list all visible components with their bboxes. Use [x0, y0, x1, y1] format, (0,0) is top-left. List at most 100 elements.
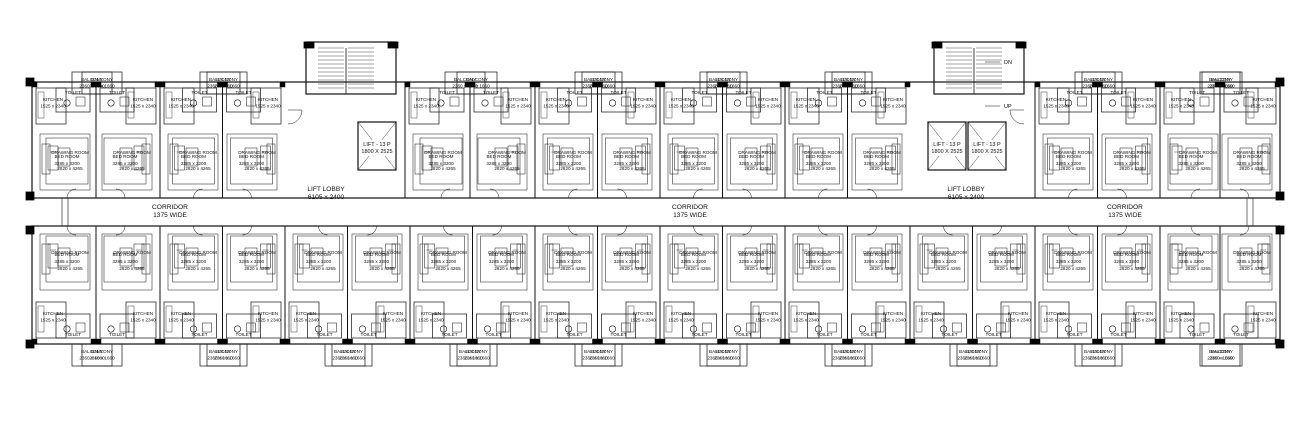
core-1-lift-shaft-1: [967, 121, 1007, 171]
s-unit-13-sofa-icon: [891, 243, 901, 275]
n-unit-12-drawing-room-size: 2820 x 4265: [1060, 166, 1086, 171]
n-unit-0: [31, 71, 113, 199]
s-unit-18-kitchen-label: KITCHEN: [1171, 311, 1191, 316]
s-unit-7-column-1: [529, 338, 536, 345]
s-unit-6-kitchen-label: KITCHEN: [421, 311, 441, 316]
s-unit-3-door-icon: [242, 225, 252, 236]
n-unit-14-kitchen-label: KITCHEN: [1171, 97, 1191, 102]
s-unit-18-counter-icon: [1165, 305, 1173, 333]
n-unit-6-sofa-icon: [544, 143, 554, 175]
n-unit-5-toilet-label: TOILET: [483, 90, 499, 95]
s-unit-9-kitchen-size: 1525 x 2340: [630, 318, 656, 323]
s-unit-9-bedroom-label: BED ROOM: [614, 252, 639, 257]
s-unit-0-wc-icon: [63, 325, 71, 333]
s-unit-14-bedroom-label: BED ROOM: [931, 252, 956, 257]
n-unit-3-toilet-label: TOILET: [236, 90, 252, 95]
s-unit-2-drawing-room-size: 2820 x 4265: [185, 266, 211, 271]
s-unit-5-bedroom-size: 3285 x 3200: [364, 259, 390, 264]
n-unit-11-door-icon: [867, 188, 877, 199]
n-unit-14-drawing-room-label: DRAWING ROOM: [1179, 150, 1217, 155]
s-unit-5-table-icon: [369, 247, 383, 267]
n-unit-13-kitchen-label: KITCHEN: [1133, 97, 1153, 102]
n-unit-11-toilet: [851, 87, 886, 113]
s-unit-5-kitchen-label: KITCHEN: [383, 311, 403, 316]
n-unit-9-bed-icon: [760, 145, 771, 171]
s-unit-14: [909, 225, 991, 367]
s-unit-12-drawing-room: [792, 233, 844, 291]
n-unit-5-bedroom-size: 3285 x 3200: [486, 161, 512, 166]
s-unit-18-bed-icon: [1171, 243, 1183, 269]
n-unit-8-wc-icon: [689, 99, 697, 107]
s-unit-14-toilet: [932, 313, 967, 339]
s-unit-3-bedroom-label: BED ROOM: [239, 252, 264, 257]
n-unit-11-counter-icon: [877, 91, 885, 119]
s-unit-16-drawing-room-size: 2820 x 4265: [1060, 266, 1086, 271]
n-unit-10-balcony-label: BALCONY: [834, 77, 856, 82]
s-unit-16-kitchen: [1038, 301, 1070, 339]
n-unit-10-toilet-label: TOILET: [817, 90, 833, 95]
s-unit-0-door-icon: [66, 225, 77, 236]
n-unit-2-counter-icon: [165, 91, 173, 119]
n-unit-4-toilet: [429, 87, 465, 113]
s-unit-4-counter-icon: [290, 305, 298, 333]
n-unit-3-column-0: [222, 81, 228, 88]
n-unit-10-door-icon: [818, 188, 828, 199]
n-unit-15-toilet: [1223, 87, 1259, 113]
s-unit-19-drawing-room-label: DRAWING ROOM: [1233, 250, 1271, 255]
s-unit-4-toilet: [307, 313, 342, 339]
n-unit-14-balcony-label: BALCONY: [1209, 77, 1231, 82]
n-unit-3-sofa-icon: [266, 143, 276, 175]
n-unit-10-toilet: [807, 87, 842, 113]
n-unit-10-kitchen-size: 1525 x 2340: [793, 104, 819, 109]
n-unit-6-drawing-room-size: 2820 x 4265: [560, 166, 586, 171]
s-unit-1-basin-icon: [119, 322, 130, 333]
n-unit-2-door-icon: [193, 188, 203, 199]
s-unit-9-balcony-label: BALCONY: [591, 349, 613, 354]
s-unit-10-kitchen-label: KITCHEN: [671, 311, 691, 316]
s-unit-14-table-icon: [935, 247, 949, 267]
s-unit-11-kitchen: [750, 301, 782, 339]
s-unit-14-kitchen-label: KITCHEN: [921, 311, 941, 316]
n-unit-3-column-1: [279, 81, 286, 88]
s-unit-15-bedroom-size: 3285 x 3200: [989, 259, 1015, 264]
s-unit-6-bedroom-size: 3285 x 3200: [431, 259, 457, 264]
s-unit-10-drawing-room-size: 2820 x 4265: [685, 266, 711, 271]
s-unit-15: [956, 225, 1036, 367]
s-unit-11-column-0: [722, 338, 728, 345]
corridor-center-label: CORRIDOR: [672, 204, 708, 211]
s-unit-5-toilet: [351, 313, 386, 339]
n-unit-4: [404, 71, 486, 199]
s-unit-19-toilet-label: TOILET: [1233, 332, 1249, 337]
s-unit-1-balcony-size: 2360 x 1660: [89, 356, 115, 361]
core-0-lobby-size: 6105 x 2400: [308, 194, 345, 201]
n-unit-12-counter-icon: [1040, 91, 1048, 119]
s-unit-3-kitchen-size: 1525 x 2340: [255, 318, 281, 323]
s-unit-1-drawing-room-label: DRAWING ROOM: [113, 250, 151, 255]
n-unit-2-sofa-icon: [169, 143, 179, 175]
n-unit-2-table-icon: [185, 147, 199, 167]
core-0-lobby-door-icon: [287, 109, 303, 125]
s-unit-15-wc-icon: [983, 325, 991, 333]
s-unit-11: [706, 225, 786, 367]
s-unit-15-bedroom: [980, 235, 1023, 283]
n-unit-0-counter-icon: [37, 91, 45, 119]
s-unit-13-bedroom: [855, 235, 898, 283]
s-unit-14-bedroom-size: 3285 x 3200: [931, 259, 957, 264]
n-unit-10-sofa-icon: [794, 143, 804, 175]
s-unit-13-kitchen-size: 1525 x 2340: [880, 318, 906, 323]
n-unit-3-balcony-label: BALCONY: [216, 77, 238, 82]
n-unit-14-bedroom-label: BED ROOM: [1178, 154, 1203, 159]
n-unit-1-toilet-label: TOILET: [109, 90, 125, 95]
s-unit-16-toilet: [1057, 313, 1092, 339]
n-unit-11-sofa-icon: [891, 143, 901, 175]
n-unit-4-bedroom: [419, 137, 463, 185]
s-unit-2-drawing-room: [167, 233, 219, 291]
s-unit-11-bedroom: [730, 235, 773, 283]
n-unit-2-drawing-room-label: DRAWING ROOM: [179, 150, 217, 155]
n-unit-12-balcony-size: 2360 x 1660: [1082, 84, 1108, 89]
s-unit-8-column-0: [534, 338, 541, 345]
s-unit-2-kitchen: [163, 301, 195, 339]
n-unit-7-balcony-size: 2360 x 1660: [589, 84, 615, 89]
s-unit-17-bed-icon: [1135, 243, 1146, 269]
s-unit-2-bed-icon: [174, 243, 185, 269]
